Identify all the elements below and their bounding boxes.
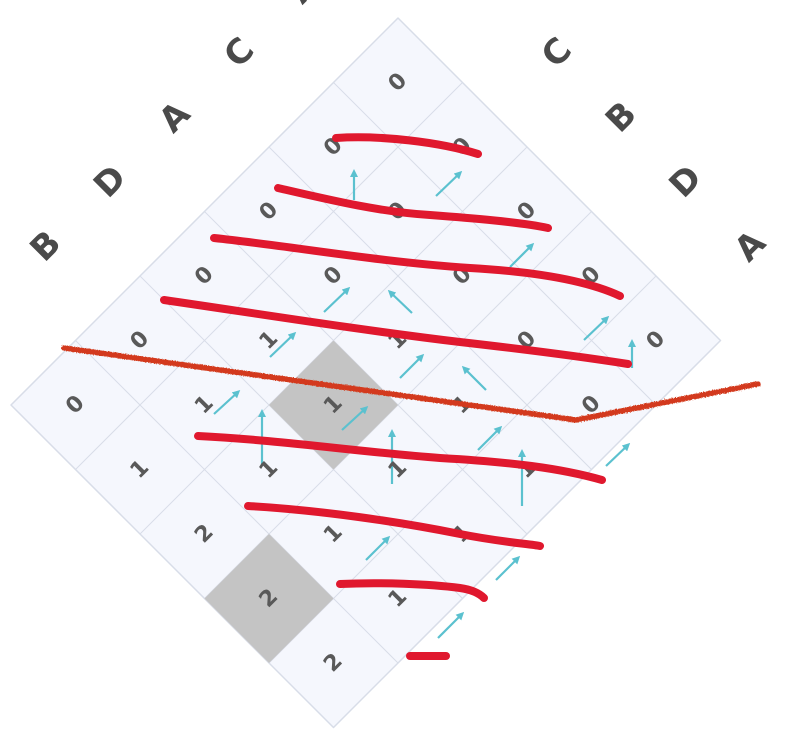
red-strike-line (160, 296, 632, 368)
red-strike-line (274, 184, 552, 232)
red-strike-line (194, 432, 606, 484)
red-strike-line (244, 502, 544, 550)
sequence-letter-left: C (216, 30, 262, 76)
arrow (269, 331, 297, 358)
highlighted-cell (269, 340, 398, 470)
sequence-letter-right: A (727, 222, 774, 269)
red-strike-line (210, 234, 624, 300)
arrow (509, 242, 535, 268)
arrow (495, 555, 521, 581)
sequence-letter-left: A (151, 93, 198, 140)
sequence-letter-right: C (534, 30, 580, 76)
red-strike-line (332, 133, 482, 158)
sequence-letter-right: B (598, 94, 645, 141)
sequence-letter-left: D (86, 158, 134, 206)
arrow (323, 286, 351, 313)
arrow (461, 365, 487, 391)
pen-layer (61, 133, 761, 660)
red-strike-line (336, 579, 488, 602)
grid-line (75, 340, 399, 664)
arrow (341, 405, 369, 431)
arrow (365, 535, 391, 561)
arrow (435, 170, 463, 197)
highlight-layer (204, 340, 398, 663)
arrow (477, 425, 503, 451)
arrow (399, 353, 425, 379)
arrow (605, 442, 631, 467)
sequence-letter-left: A (280, 0, 327, 12)
grid-line (75, 82, 463, 470)
red-divider-line-core (62, 346, 760, 422)
arrow (387, 289, 413, 314)
arrow (583, 315, 610, 341)
sequence-letter-right: D (662, 158, 710, 206)
sequence-letter-left: B (22, 223, 69, 270)
highlighted-cell (204, 534, 334, 663)
arrow (437, 611, 465, 639)
arrow (213, 389, 241, 415)
